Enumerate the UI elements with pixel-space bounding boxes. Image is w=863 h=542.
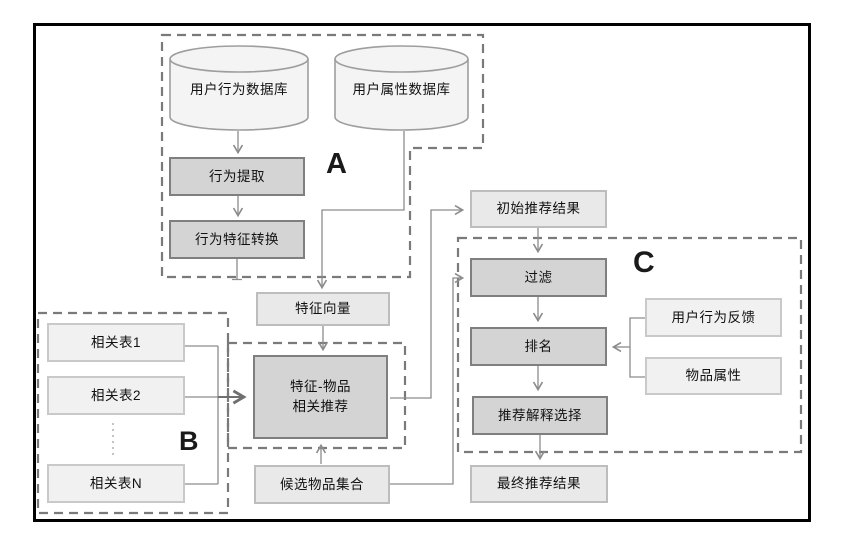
node-final-results: 最终推荐结果 (470, 465, 608, 503)
node-user-feedback: 用户行为反馈 (645, 298, 782, 337)
node-rel-table-1: 相关表1 (47, 323, 185, 362)
node-explain-select: 推荐解释选择 (472, 396, 608, 435)
group-b-label: B (179, 426, 199, 456)
node-rel-table-2: 相关表2 (47, 376, 185, 415)
node-db-behavior: 用户行为数据库 (172, 74, 306, 102)
node-feature-item-rec: 特征-物品 相关推荐 (253, 355, 388, 439)
node-item-attributes: 物品属性 (645, 357, 782, 395)
node-candidate-items: 候选物品集合 (254, 465, 390, 504)
node-filter: 过滤 (470, 258, 607, 297)
node-feature-vector: 特征向量 (256, 292, 390, 326)
group-c-label: C (633, 246, 655, 279)
node-behavior-convert: 行为特征转换 (169, 220, 305, 259)
node-db-behavior-label: 用户行为数据库 (190, 82, 288, 97)
node-db-attribute: 用户属性数据库 (337, 74, 466, 102)
node-db-attribute-label: 用户属性数据库 (352, 82, 451, 97)
group-a-label: A (326, 148, 347, 180)
node-behavior-extract: 行为提取 (169, 157, 305, 196)
node-ranking: 排名 (470, 327, 607, 366)
node-initial-results: 初始推荐结果 (470, 190, 607, 228)
node-rel-table-n: 相关表N (47, 464, 185, 503)
